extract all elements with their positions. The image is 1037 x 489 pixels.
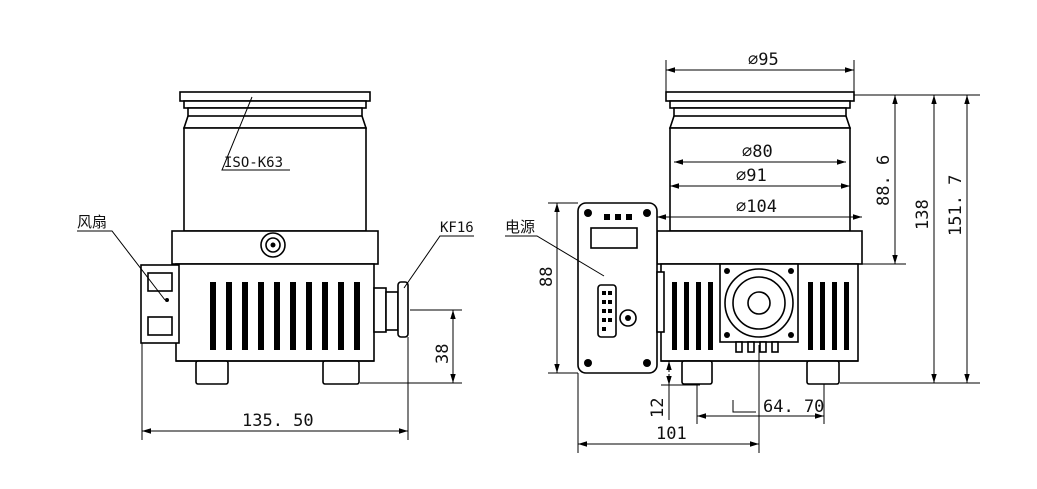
dim-38: 38 bbox=[360, 309, 462, 384]
dim-dia-95: ∅95 bbox=[665, 50, 855, 92]
svg-text:135. 50: 135. 50 bbox=[242, 411, 314, 431]
kf16-flange bbox=[373, 281, 409, 338]
front-fins bbox=[672, 282, 849, 350]
side-view: ISO-K63 风扇 KF16 38 135. 50 bbox=[77, 91, 474, 440]
svg-text:88. 6: 88. 6 bbox=[874, 155, 894, 206]
dim-12: 12 bbox=[648, 360, 700, 420]
svg-text:151. 7: 151. 7 bbox=[946, 175, 966, 236]
label-kf16: KF16 bbox=[440, 220, 474, 236]
housing-knob bbox=[260, 232, 286, 258]
base-feet bbox=[176, 360, 374, 385]
svg-text:∅95: ∅95 bbox=[748, 50, 779, 70]
svg-text:∅91: ∅91 bbox=[736, 166, 767, 186]
svg-text:38: 38 bbox=[433, 344, 453, 364]
dim-151-7: 151. 7 bbox=[945, 95, 980, 384]
dim-135-50: 135. 50 bbox=[141, 337, 409, 440]
dim-138: 138 bbox=[840, 95, 945, 384]
svg-text:88: 88 bbox=[537, 267, 557, 287]
dim-88-6: 88. 6 bbox=[854, 94, 980, 265]
front-fan bbox=[719, 263, 799, 353]
dim-88: 88 bbox=[537, 202, 578, 374]
front-middle-housing bbox=[656, 230, 863, 265]
svg-text:101: 101 bbox=[656, 424, 687, 444]
svg-text:∅80: ∅80 bbox=[742, 142, 773, 162]
pump-body bbox=[183, 127, 367, 232]
svg-text:64. 70: 64. 70 bbox=[763, 397, 824, 417]
dim-101: 101 bbox=[577, 345, 760, 453]
dim-dia-104: ∅104 bbox=[657, 197, 862, 220]
power-supply-box bbox=[577, 202, 665, 374]
top-flange bbox=[179, 91, 371, 129]
label-fan: 风扇 bbox=[77, 213, 107, 231]
dim-64-70: 64. 70 bbox=[696, 384, 825, 424]
front-top-flange bbox=[665, 91, 855, 129]
front-pump-body bbox=[669, 127, 851, 232]
svg-text:138: 138 bbox=[913, 199, 933, 230]
svg-text:12: 12 bbox=[648, 398, 668, 418]
label-iso-k63: ISO-K63 bbox=[224, 155, 283, 171]
dim-dia-91: ∅91 bbox=[670, 166, 850, 189]
dim-dia-80: ∅80 bbox=[674, 142, 846, 165]
front-view: 电源 ∅95 ∅80 ∅91 ∅104 88. 6 bbox=[505, 50, 980, 453]
cooling-fins bbox=[210, 282, 360, 350]
fan-box bbox=[140, 264, 180, 344]
svg-text:∅104: ∅104 bbox=[736, 197, 777, 217]
label-power: 电源 bbox=[505, 218, 535, 236]
